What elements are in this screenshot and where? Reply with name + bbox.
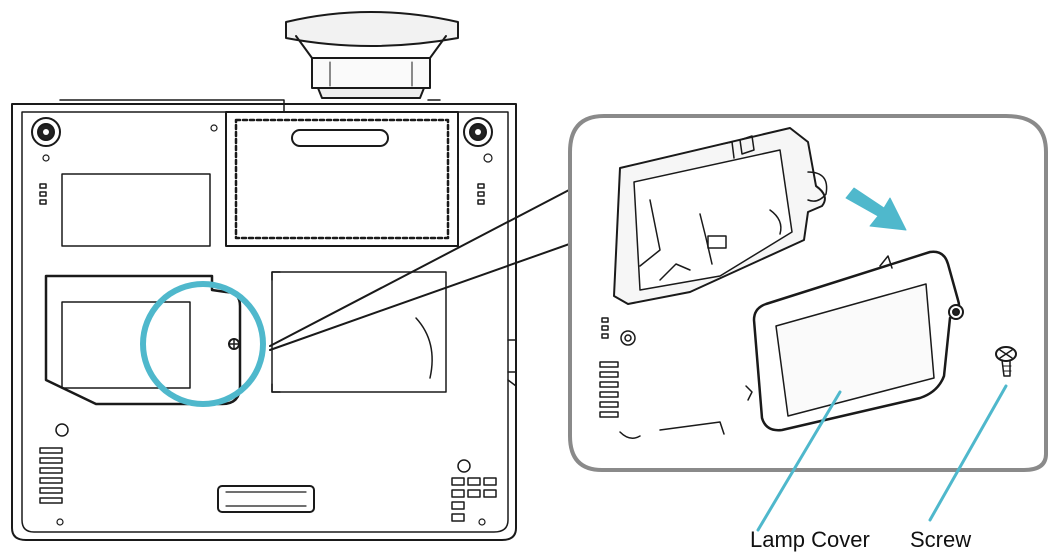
- lamp-housing-opening: [613, 127, 828, 305]
- lamp-cover-removed: [745, 250, 964, 432]
- filter-cover: [225, 111, 459, 247]
- magnifier-circle-icon: [140, 281, 266, 407]
- adjustable-foot-left: [31, 117, 61, 147]
- vent-slots-left: [39, 447, 63, 504]
- label-plate: [61, 173, 211, 247]
- projector-body: [11, 11, 517, 541]
- zoom-detail-panel: [568, 114, 1048, 472]
- screw-icon: [995, 346, 1017, 377]
- vent-slots-right: [451, 477, 497, 522]
- bottom-handle: [217, 485, 315, 513]
- screw-leader: [928, 384, 1008, 522]
- callout-leaders: [756, 384, 1008, 532]
- vent-mark-left-top: [39, 183, 47, 205]
- adjustable-foot-right: [463, 117, 493, 147]
- panel-chassis-detail: [599, 317, 725, 439]
- projector-lens: [285, 11, 459, 99]
- lamp-cover-label: Lamp Cover: [750, 527, 870, 552]
- vent-mark-right-top: [477, 183, 485, 205]
- lamp-cover-leader: [756, 390, 842, 532]
- zoom-lines: [269, 177, 593, 351]
- arrow-right-down-icon: [845, 187, 907, 231]
- screw-label: Screw: [910, 527, 972, 552]
- lamp-bay: [271, 271, 447, 393]
